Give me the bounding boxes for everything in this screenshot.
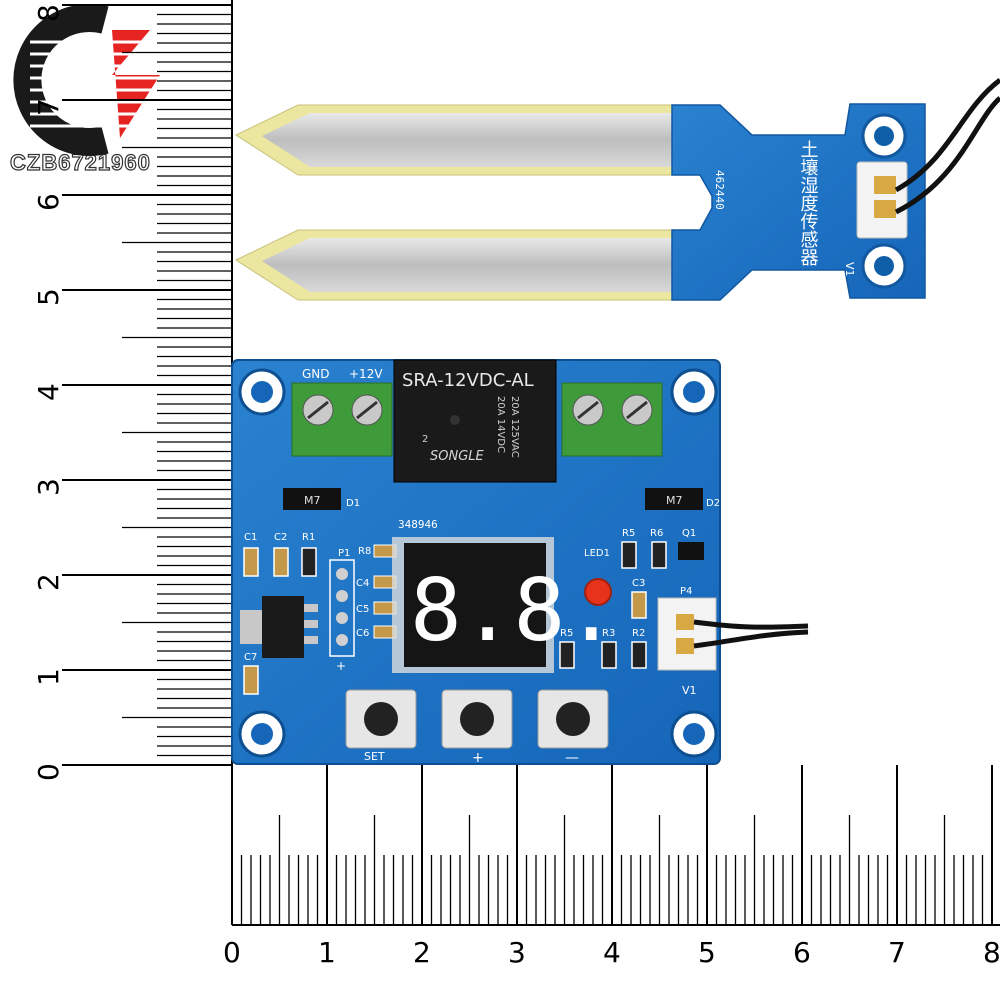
label-c7: C7 [244, 652, 257, 663]
label-p4: P4 [680, 586, 692, 597]
label-r8: R8 [358, 546, 371, 557]
label-12v: +12V [349, 367, 383, 381]
display-digits: 8.8. [410, 561, 617, 661]
vertical-ruler-labels: 8 7 6 5 4 3 2 1 0 [32, 4, 65, 781]
v-label-5: 5 [32, 288, 65, 306]
h-label-4: 4 [603, 936, 621, 969]
label-c5: C5 [356, 604, 369, 615]
label-r3: R3 [602, 628, 615, 639]
set-button-label: SET [364, 750, 385, 763]
label-d2: D2 [706, 498, 720, 509]
relay-pin: 2 [422, 434, 428, 445]
minus-button [537, 689, 609, 749]
label-p1: P1 [338, 548, 350, 559]
h-label-2: 2 [413, 936, 431, 969]
relay-rating-2: 20A 14VDC [495, 396, 506, 453]
v-label-8: 8 [32, 4, 65, 22]
set-button [345, 689, 417, 749]
probe-version: V1 [843, 262, 856, 277]
control-board: GND +12V SRA-12VDC-AL 20A 125VAC 20A 14V… [231, 359, 809, 766]
diode-1-code: M7 [304, 494, 321, 507]
label-c4: C4 [356, 578, 369, 589]
label-r5: R5 [622, 528, 635, 539]
soil-probe: 土壤湿度传感器 462440 V1 [234, 78, 1000, 301]
label-plus-small: + [336, 659, 346, 673]
probe-code: 462440 [713, 170, 726, 210]
h-label-8: 8 [983, 936, 1000, 969]
label-r1: R1 [302, 532, 315, 543]
label-v1: V1 [682, 684, 697, 697]
horizontal-ruler [231, 765, 1000, 926]
label-c3: C3 [632, 578, 645, 589]
v-label-3: 3 [32, 478, 65, 496]
probe-chinese-label: 土壤湿度传感器 [798, 140, 819, 266]
label-c1: C1 [244, 532, 257, 543]
h-label-6: 6 [793, 936, 811, 969]
h-label-5: 5 [698, 936, 716, 969]
label-d1: D1 [346, 498, 360, 509]
label-gnd: GND [302, 367, 330, 381]
diode-2-code: M7 [666, 494, 683, 507]
plus-button-label: + [472, 750, 484, 766]
v-label-0: 0 [32, 763, 65, 781]
h-label-7: 7 [888, 936, 906, 969]
board-code: 348946 [398, 518, 438, 531]
relay-rating-1: 20A 125VAC [509, 396, 520, 458]
vertical-ruler [62, 0, 233, 766]
v-label-2: 2 [32, 573, 65, 591]
v-label-4: 4 [32, 383, 65, 401]
brand-logo [13, 4, 175, 156]
label-c2: C2 [274, 532, 287, 543]
label-r2: R2 [632, 628, 645, 639]
label-c6: C6 [356, 628, 369, 639]
v-label-1: 1 [32, 668, 65, 686]
h-label-0: 0 [223, 936, 241, 969]
plus-button [441, 689, 513, 749]
label-led1: LED1 [584, 548, 610, 559]
label-r6: R6 [650, 528, 663, 539]
horizontal-ruler-labels: 0 1 2 3 4 5 6 7 8 [223, 936, 1000, 969]
minus-button-label: — [565, 750, 579, 766]
v-label-7: 7 [32, 98, 65, 116]
label-q1: Q1 [682, 528, 696, 539]
h-label-1: 1 [318, 936, 336, 969]
relay-brand: SONGLE [430, 449, 485, 464]
h-label-3: 3 [508, 936, 526, 969]
v-label-6: 6 [32, 193, 65, 211]
relay-model: SRA-12VDC-AL [402, 370, 534, 391]
label-r5-lower: R5 [560, 628, 573, 639]
